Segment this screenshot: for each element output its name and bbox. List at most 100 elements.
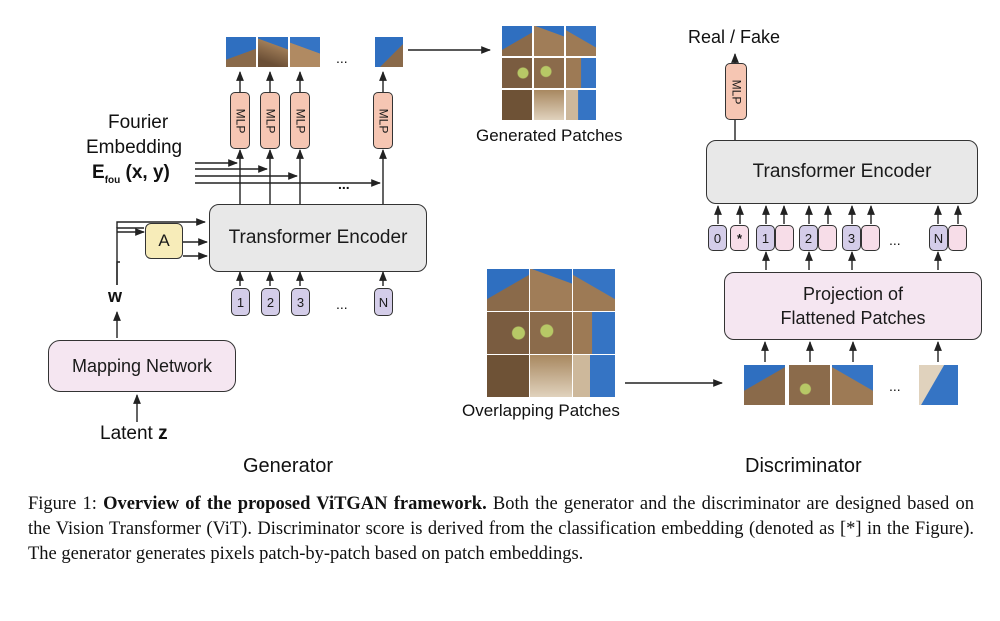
figure-caption: Figure 1: Overview of the proposed ViTGA… [28,492,974,567]
projection-box: Projection of Flattened Patches [724,272,982,340]
gen-mlp-2: MLP [260,92,280,149]
mlp-label: MLP [729,79,743,104]
caption-bold: Overview of the proposed ViTGAN framewor… [103,494,487,514]
disc-token-1: 1 [756,225,775,251]
gen-mlp-3: MLP [290,92,310,149]
vitgan-figure: Mapping Network Latent z w A Transformer… [48,25,982,477]
generator-transformer-label: Transformer Encoder [228,227,408,248]
mapping-network-label: Mapping Network [71,356,213,376]
w-label: w [108,286,123,306]
cat-patch-image [572,268,616,312]
projection-label-line1: Projection of [802,284,904,304]
gen-token-3: 3 [291,288,310,316]
cat-patch-image [486,311,530,355]
disc-transformer-encoder: Transformer Encoder [706,140,978,204]
adaptive-norm-box: A [145,223,183,259]
real-fake-label: Real / Fake [688,27,781,47]
cat-patch-image [486,354,530,398]
disc-token-label: 3 [847,230,856,246]
cat-patch-image [486,268,530,312]
cat-patch-image [533,57,565,89]
cat-patch-image [565,57,597,89]
gen-mlp-1: MLP [230,92,250,149]
discriminator-label: Discriminator [745,455,862,477]
gen-token-ellipsis: ... [336,296,348,312]
caption-text: Both the generator and the discriminator… [28,494,974,564]
latent-var: z [158,423,168,444]
disc-transformer-label: Transformer Encoder [752,161,932,182]
gen-mlp-n: MLP [373,92,393,149]
disc-token-pos [775,225,794,251]
caption-prefix: Figure 1: [28,494,104,514]
cat-patch-image [225,36,257,68]
cat-patch-image [529,311,573,355]
disc-token-pos [948,225,967,251]
cat-patch-image [533,89,565,121]
cat-patch-image [529,268,573,312]
disc-token-ellipsis: ... [889,232,901,248]
disc-token-pos [861,225,880,251]
disc-patch-ellipsis: ... [889,378,901,394]
disc-token-label: * [736,230,743,246]
gen-token-n: N [374,288,393,316]
fourier-label-line2: Embedding [86,137,183,158]
fourier-formula: Efou (x, y) [92,162,170,186]
cat-patch-image [501,57,533,89]
disc-token-0: 0 [708,225,727,251]
disc-mlp: MLP [725,63,747,120]
gen-token-label: 2 [266,294,275,310]
cat-patch-image [565,89,597,121]
gen-token-label: 1 [236,294,245,310]
cat-patch-image [572,311,616,355]
mlp-label: MLP [293,108,307,133]
cat-patch-image [565,25,597,57]
disc-token-n: N [929,225,948,251]
gen-token-label: N [378,294,389,310]
fourier-args: (x, y) [125,162,170,183]
cat-patch-image [533,25,565,57]
latent-text: Latent [100,423,153,444]
cat-patch-image [743,364,786,406]
disc-token-label: N [933,230,944,246]
fourier-ellipsis: ... [338,176,350,192]
mapping-network-box: Mapping Network [48,340,236,392]
disc-token-label: 1 [761,230,770,246]
disc-token-3: 3 [842,225,861,251]
overlapping-patches-label: Overlapping Patches [462,401,620,420]
projection-label-line2: Flattened Patches [780,308,926,328]
adaptive-norm-label: A [158,231,170,250]
gen-output-patches [225,36,321,68]
disc-token-cls: * [730,225,749,251]
generated-patches-label: Generated Patches [476,126,623,145]
cat-patch-image [788,364,831,406]
gen-token-label: 3 [296,294,305,310]
disc-token-2: 2 [799,225,818,251]
disc-token-label: 2 [804,230,813,246]
cat-patch-image [501,25,533,57]
cat-patch-image [257,36,289,68]
disc-token-label: 0 [713,230,722,246]
fourier-label-line1: Fourier [108,112,169,133]
gen-token-1: 1 [231,288,250,316]
generator-transformer-encoder: Transformer Encoder [209,204,427,272]
connector-arrows [113,46,962,422]
mlp-label: MLP [376,108,390,133]
cat-patch-image [572,354,616,398]
fourier-sub: fou [104,174,121,186]
latent-label: Latent z [100,423,168,445]
cat-patch-image [374,36,404,68]
overlapping-patches-grid [486,268,616,398]
cat-patch-image [289,36,321,68]
cat-patch-image [529,354,573,398]
fourier-E: E [92,162,105,183]
cat-patch-image [501,89,533,121]
cat-patch-image [831,364,874,406]
generated-patches-grid [501,25,597,121]
mlp-label: MLP [233,108,247,133]
cat-patch-image [918,364,959,406]
disc-token-pos [818,225,837,251]
gen-token-2: 2 [261,288,280,316]
gen-patch-ellipsis: ... [336,50,348,66]
mlp-label: MLP [263,108,277,133]
generator-label: Generator [243,455,334,477]
